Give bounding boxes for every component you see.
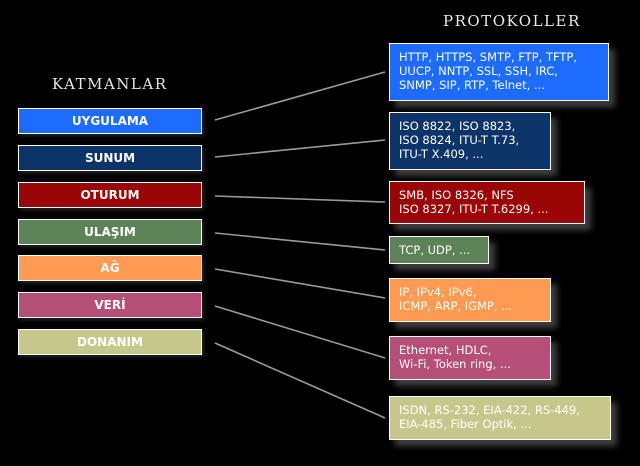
connector-line-veri	[214, 305, 386, 359]
layer-ulasim: ULAŞIM	[18, 219, 202, 245]
layer-uygulama: UYGULAMA	[18, 108, 202, 134]
protocols-box-ag: IP, IPv4, IPv6, ICMP, ARP, IGMP, ...	[389, 278, 551, 322]
protocols-box-veri: Ethernet, HDLC, Wi-Fi, Token ring, ...	[389, 336, 551, 380]
protocols-box-oturum: SMB, ISO 8326, NFS ISO 8327, ITU-T T.629…	[389, 181, 585, 224]
protocols-box-ulasim: TCP, UDP, ...	[389, 236, 489, 264]
layer-oturum: OTURUM	[18, 182, 202, 208]
connector-line-donanim	[214, 342, 386, 419]
protocols-box-uygulama: HTTP, HTTPS, SMTP, FTP, TFTP, UUCP, NNTP…	[389, 43, 609, 101]
layer-veri: VERİ	[18, 292, 202, 318]
connector-line-sunum	[214, 139, 386, 158]
protocols-box-donanim: ISDN, RS-232, EIA-422, RS-449, EIA-485, …	[389, 396, 611, 440]
connector-line-ulasim	[214, 232, 386, 251]
connector-line-oturum	[214, 195, 386, 203]
connector-line-ag	[214, 268, 386, 299]
protocols-box-sunum: ISO 8822, ISO 8823, ISO 8824, ITU-T T.73…	[389, 112, 551, 170]
connector-line-uygulama	[214, 71, 386, 121]
protocols-heading: PROTOKOLLER	[443, 12, 581, 30]
layer-sunum: SUNUM	[18, 145, 202, 171]
layers-heading: KATMANLAR	[52, 75, 168, 93]
layer-donanim: DONANIM	[18, 329, 202, 355]
layer-ag: AĞ	[18, 255, 202, 281]
